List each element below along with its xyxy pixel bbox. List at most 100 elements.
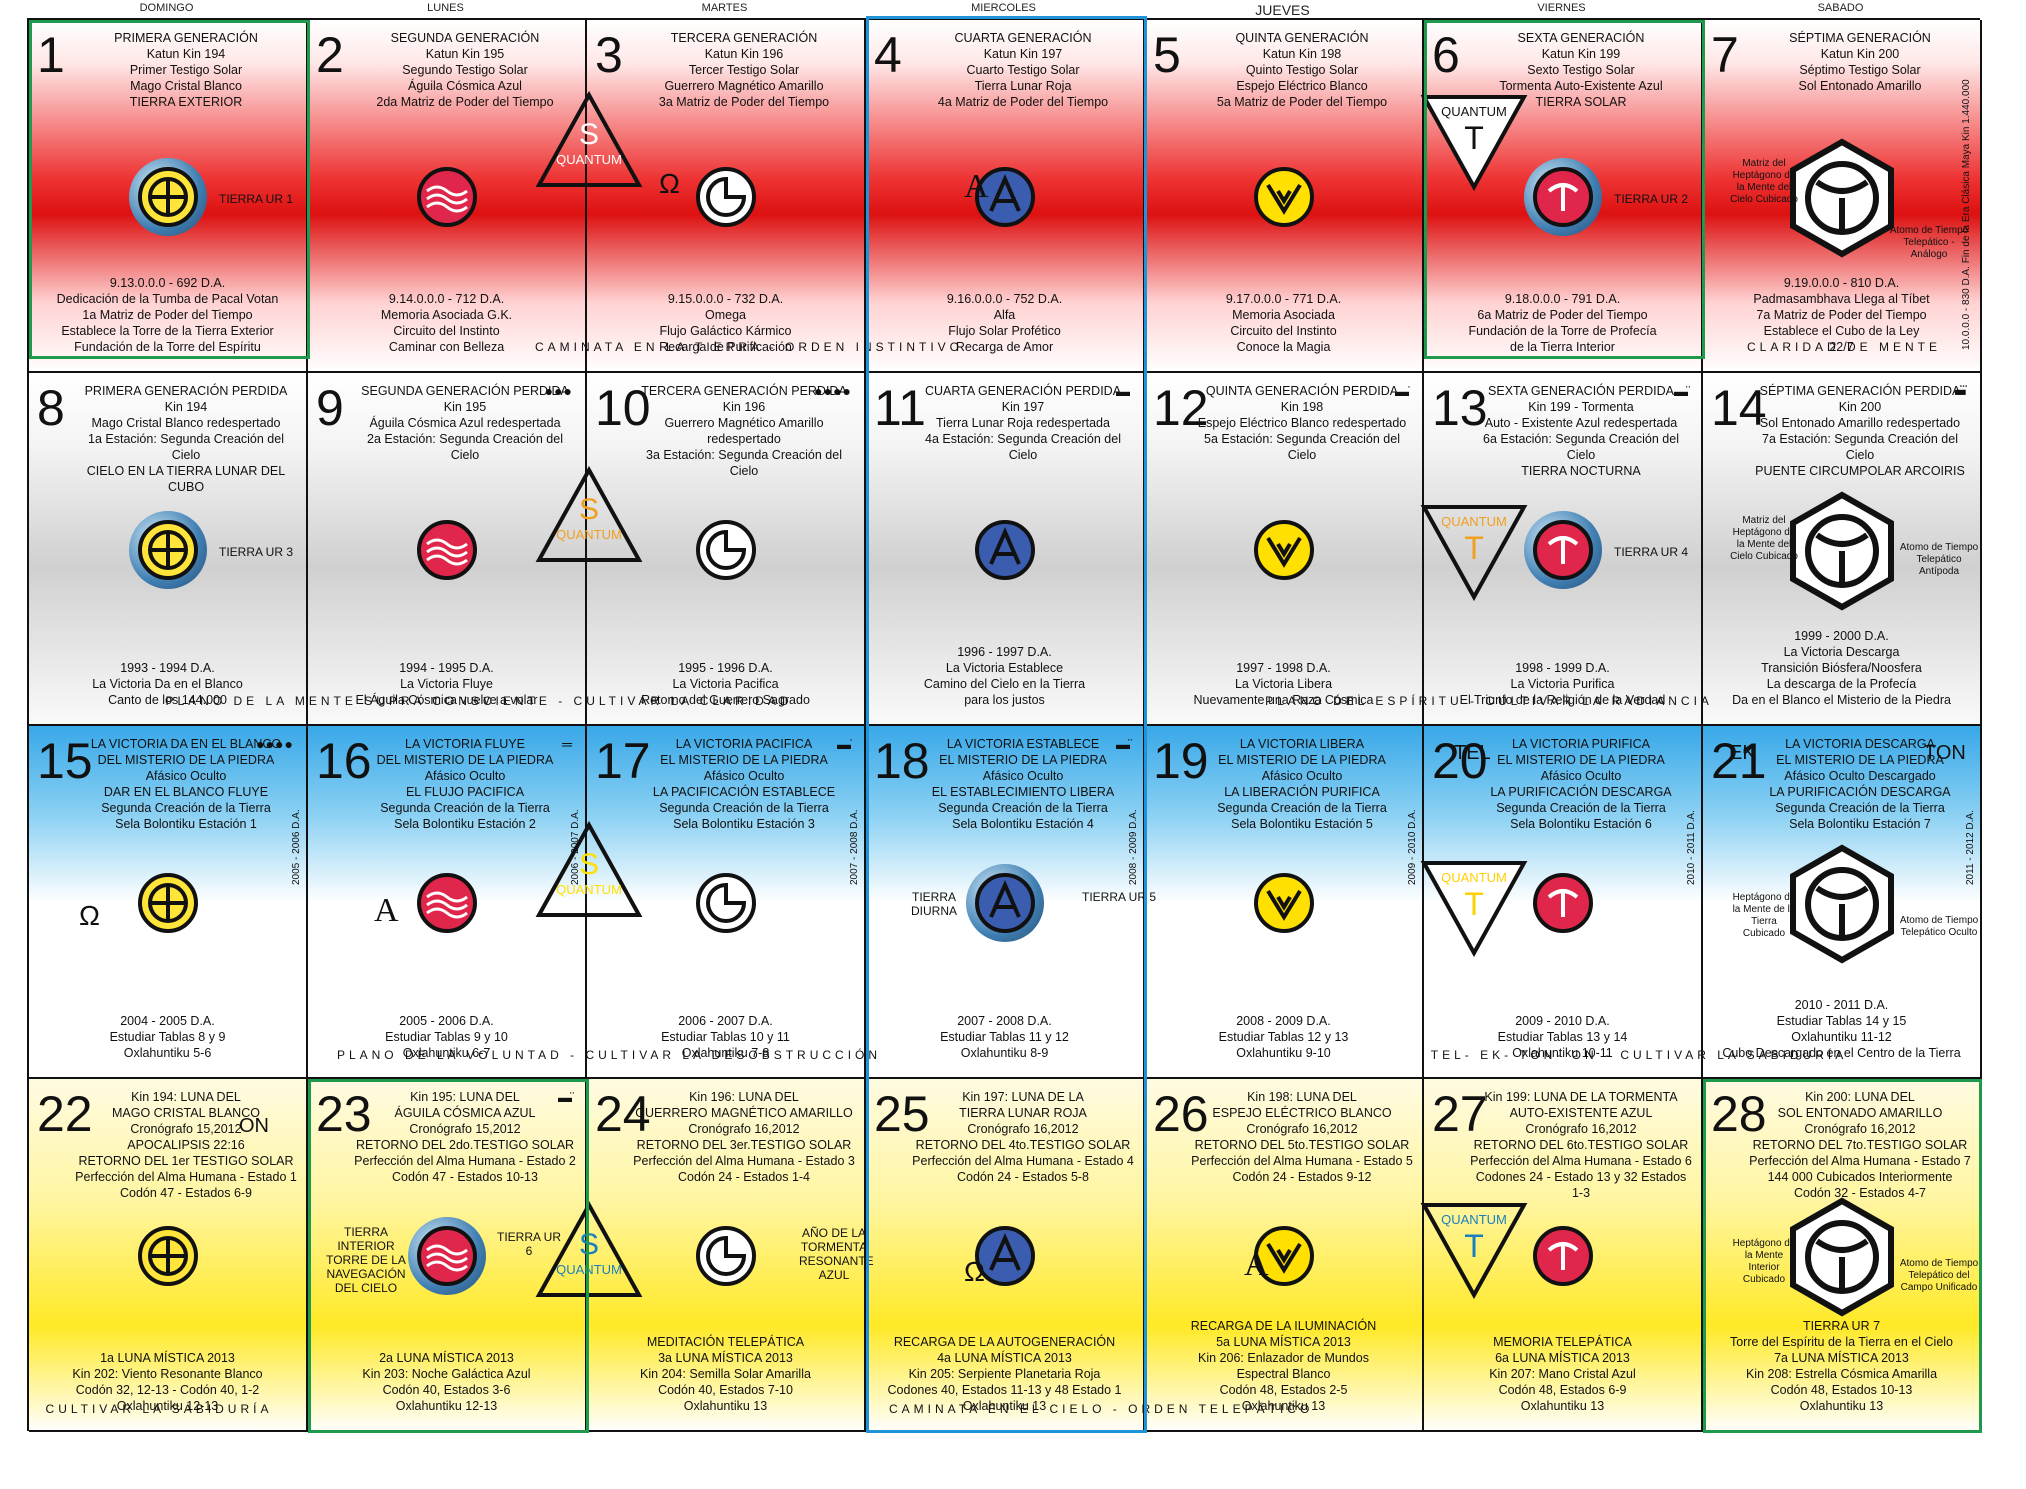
day-footer-text: 1994 - 1995 D.A. La Victoria Fluye El Ág… bbox=[355, 661, 538, 707]
day-footer-text: 9.13.0.0.0 - 692 D.A. Dedicación de la T… bbox=[56, 276, 279, 354]
ek-label: EK bbox=[1729, 742, 1756, 764]
solar-seal-icon bbox=[1531, 871, 1595, 935]
solar-seal-icon bbox=[1252, 165, 1316, 229]
solar-seal-icon bbox=[415, 518, 479, 582]
quantum-t-letter: T bbox=[1464, 120, 1484, 156]
day-header-text: SEXTA GENERACIÓN Katun Kin 199 Sexto Tes… bbox=[1499, 31, 1663, 109]
mayan-number-icon: ▬̈ bbox=[1674, 383, 1689, 399]
day-header-text: LA VICTORIA LIBERA EL MISTERIO DE LA PIE… bbox=[1217, 737, 1387, 831]
mayan-number-icon: ●●● bbox=[544, 383, 573, 399]
day-header-text: Kin 197: LUNA DE LA TIERRA LUNAR ROJA Cr… bbox=[912, 1090, 1134, 1184]
tierra-ur-label: TIERRA UR 4 bbox=[1614, 545, 1689, 559]
year-17: 2007 - 2008 D.A. bbox=[849, 809, 860, 885]
day-domingo: DOMINGO bbox=[139, 2, 194, 14]
year-15: 2005 - 2006 D.A. bbox=[291, 809, 302, 885]
day-number: 7 bbox=[1711, 27, 1739, 83]
atomo-7-label: Atomo de Tiempo Telepático - Análogo bbox=[1889, 225, 1969, 260]
tierra-ur-label: TIERRA UR 3 bbox=[219, 545, 294, 559]
tierra-diurna-label: TIERRA DIURNA bbox=[910, 890, 957, 918]
quantum-t-triangle-2: QUANTUM T bbox=[1419, 502, 1529, 602]
solar-seal-icon bbox=[1252, 871, 1316, 935]
quantum-t-label: QUANTUM bbox=[1441, 1212, 1507, 1227]
quantum-s-triangle-4: S QUANTUM bbox=[534, 1200, 644, 1300]
quantum-s-label: QUANTUM bbox=[556, 527, 622, 542]
quantum-t-label: QUANTUM bbox=[1441, 104, 1507, 119]
quantum-t-letter: T bbox=[1464, 886, 1484, 922]
day-number: 20 bbox=[1432, 733, 1488, 789]
solar-seal-icon bbox=[415, 165, 479, 229]
tierra-ur6-label: TIERRA UR 6 bbox=[496, 1230, 561, 1258]
earth-globe-icon bbox=[1523, 511, 1602, 589]
solar-seal-icon bbox=[136, 165, 200, 229]
quantum-s-letter: S bbox=[578, 493, 599, 526]
omega-symbol: Ω bbox=[659, 168, 680, 199]
day-footer-text: 2010 - 2011 D.A. Estudiar Tablas 14 y 15… bbox=[1722, 998, 1961, 1060]
earth-globe-icon bbox=[128, 158, 207, 236]
day-header-text: TERCERA GENERACIÓN PERDIDA Kin 196 Guerr… bbox=[641, 384, 847, 478]
day-footer-text: 9.18.0.0.0 - 791 D.A. 6a Matriz de Poder… bbox=[1468, 292, 1657, 354]
day-header-text: SÉPTIMA GENERACIÓN PERDIDA Kin 200 Sol E… bbox=[1755, 384, 1965, 478]
quantum-s-label: QUANTUM bbox=[556, 152, 622, 167]
day-header-text: Kin 194: LUNA DEL MAGO CRISTAL BLANCO Cr… bbox=[75, 1090, 297, 1200]
day-footer-text: 1997 - 1998 D.A. La Victoria Libera Nuev… bbox=[1193, 661, 1374, 707]
mayan-number-icon: ═ bbox=[562, 736, 573, 752]
heptagon-cube-icon bbox=[1787, 138, 1897, 258]
day-header-text: QUINTA GENERACIÓN Katun Kin 198 Quinto T… bbox=[1216, 31, 1388, 109]
day-footer-text: MEMORIA TELEPÁTICA 6a LUNA MÍSTICA 2013 … bbox=[1489, 1335, 1636, 1413]
day-number: 16 bbox=[316, 733, 372, 789]
quantum-t-letter: T bbox=[1464, 530, 1484, 566]
day-number: 14 bbox=[1711, 380, 1767, 436]
weekday-header: DOMINGO LUNES MARTES MIERCOLES JUEVES VI… bbox=[27, 0, 1980, 20]
day-number: 4 bbox=[874, 27, 902, 83]
solar-seal-icon bbox=[136, 871, 200, 935]
band-tel-ek-ton-on: TEL- EK- TON- ON - CULTIVAR LA SABIDURÍA bbox=[1430, 1048, 1848, 1062]
day-number: 18 bbox=[874, 733, 930, 789]
band-voluntad: PLANO DE LA VOLUNTAD - CULTIVAR LA DESOB… bbox=[336, 1048, 882, 1062]
matriz-28-label: Heptágono de la Mente Interior Cubicado bbox=[1732, 1238, 1796, 1285]
mayan-number-icon: ▬̈ bbox=[558, 1089, 573, 1105]
day-number: 25 bbox=[874, 1086, 930, 1142]
day-cell-6: 6 SEXTA GENERACIÓN Katun Kin 199 Sexto Te… bbox=[1424, 20, 1703, 373]
year-20: 2010 - 2011 D.A. bbox=[1686, 810, 1697, 885]
band-caminata-cielo: CAMINATA EN EL CIELO - ORDEN TELEPÁTICO bbox=[889, 1402, 1314, 1416]
tel-label: TEL bbox=[1454, 742, 1491, 764]
earth-globe-icon bbox=[965, 864, 1044, 942]
day-footer-text: 2007 - 2008 D.A. Estudiar Tablas 11 y 12… bbox=[940, 1014, 1069, 1060]
quantum-s-triangle-3: S QUANTUM bbox=[534, 820, 644, 920]
day-header-text: Kin 196: LUNA DEL GUERRERO MAGNÉTICO AMA… bbox=[633, 1090, 855, 1184]
day-sabado: SABADO bbox=[1817, 2, 1864, 14]
day-header-text: Kin 195: LUNA DEL ÁGUILA CÓSMICA AZUL Cr… bbox=[354, 1090, 576, 1184]
day-footer-text: 2004 - 2005 D.A. Estudiar Tablas 8 y 9 O… bbox=[109, 1014, 226, 1060]
day-header-text: LA VICTORIA FLUYE DEL MISTERIO DE LA PIE… bbox=[376, 737, 554, 831]
solar-seal-icon bbox=[136, 518, 200, 582]
day-number: 6 bbox=[1432, 27, 1460, 83]
quantum-s-label: QUANTUM bbox=[556, 882, 622, 897]
atomo-28-label: Atomo de Tiempo Telepático del Campo Uni… bbox=[1899, 1258, 1979, 1293]
band-caminata-tierra: CAMINATA EN LA TIERRA - ORDEN INSTINTIVO bbox=[534, 340, 964, 354]
solar-seal-icon bbox=[973, 871, 1037, 935]
atomo-14-label: Atomo de Tiempo Telepático Antípoda bbox=[1899, 542, 1979, 577]
quantum-t-label: QUANTUM bbox=[1441, 870, 1507, 885]
day-header-text: LA VICTORIA PURIFICA EL MISTERIO DE LA P… bbox=[1490, 737, 1672, 831]
omega-symbol: Ω bbox=[79, 900, 100, 931]
day-footer-text: 9.14.0.0.0 - 712 D.A. Memoria Asociada G… bbox=[380, 292, 513, 354]
band-cultivar-sabiduria: CULTIVAR LA SABIDURÍA bbox=[45, 1402, 273, 1416]
band-claridad-mente: CLARIDAD DE MENTE bbox=[1746, 340, 1942, 354]
day-header-text: SEXTA GENERACIÓN PERDIDA Kin 199 - Torme… bbox=[1483, 384, 1679, 478]
quantum-t-label: QUANTUM bbox=[1441, 514, 1507, 529]
quantum-s-label: QUANTUM bbox=[556, 1262, 622, 1277]
quantum-s-triangle-2: S QUANTUM bbox=[534, 465, 644, 565]
omega-symbol: Ω bbox=[964, 1256, 985, 1287]
day-footer-text: 1998 - 1999 D.A. La Victoria Purifica El… bbox=[1459, 661, 1666, 707]
solar-seal-icon bbox=[1531, 518, 1595, 582]
year-21: 2011 - 2012 D.A. bbox=[1965, 810, 1976, 885]
